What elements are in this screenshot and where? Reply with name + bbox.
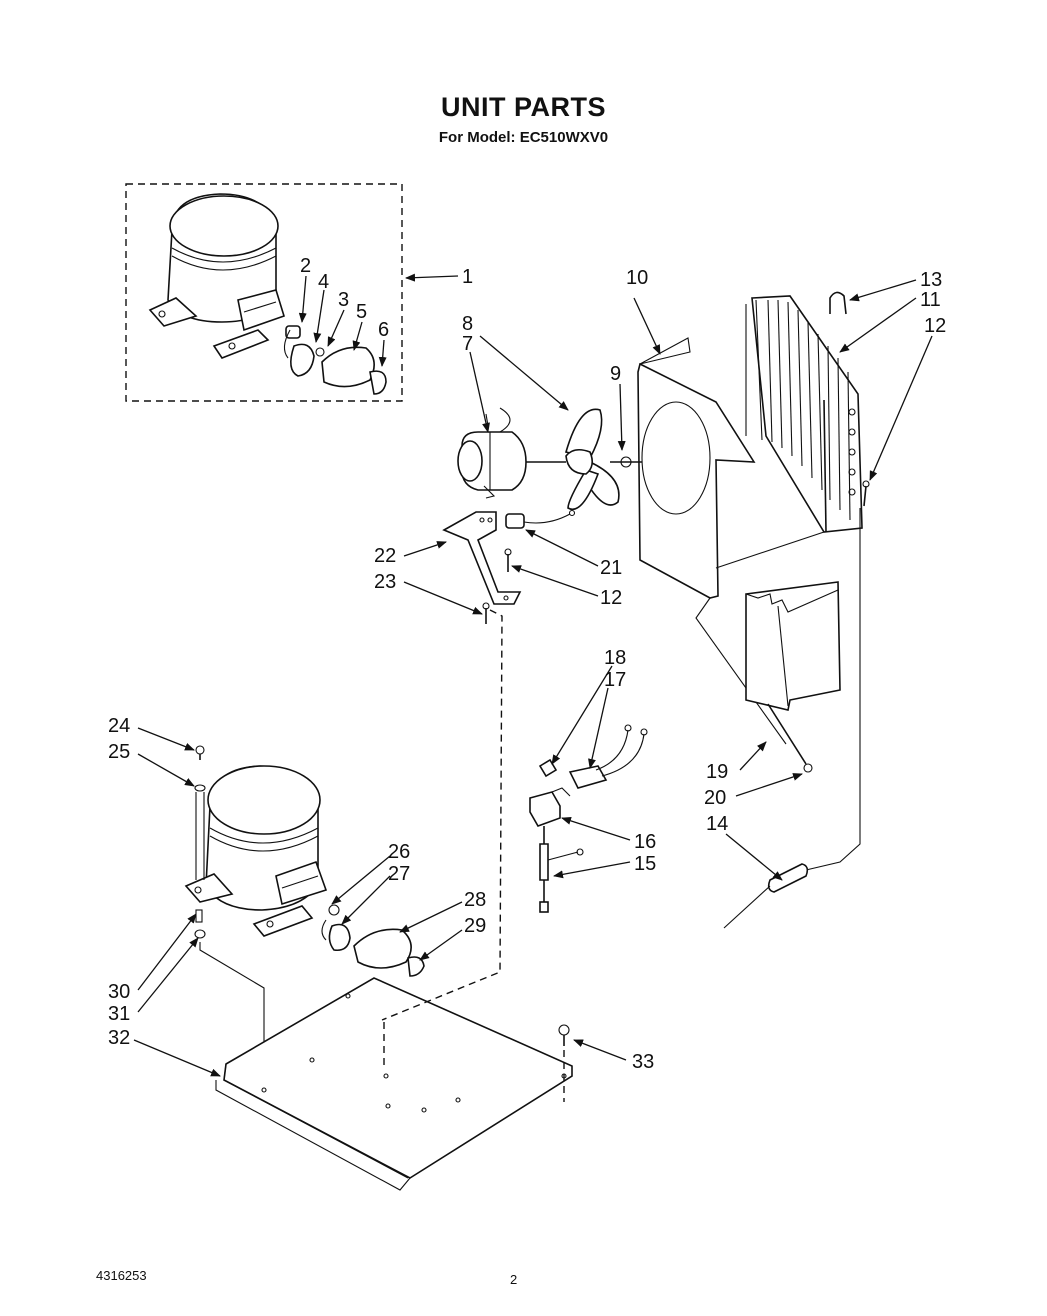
callout-30: 30 (108, 981, 130, 1003)
callout-13: 13 (920, 269, 942, 291)
callout-28: 28 (464, 889, 486, 911)
callout-18: 18 (604, 647, 626, 669)
leader-lines (133, 273, 933, 1077)
callout-17: 17 (604, 669, 626, 691)
callout-11: 11 (920, 289, 941, 311)
condenser-fins (767, 299, 851, 521)
model-subtitle: For Model: EC510WXV0 (438, 129, 609, 146)
fan-motor-assembly (442, 407, 620, 624)
callout-20: 20 (704, 787, 726, 809)
electrical-components (529, 724, 648, 913)
callout-16: 16 (634, 831, 656, 853)
callout-12-bracket: 12 (600, 587, 622, 609)
callout-27: 27 (388, 863, 410, 885)
callout-29: 29 (464, 915, 486, 937)
baffle-assembly (745, 581, 841, 773)
main-compressor (184, 745, 425, 1096)
callout-19: 19 (706, 761, 728, 783)
callout-2: 2 (300, 255, 311, 277)
compressor-assembly-box (125, 183, 403, 402)
callout-numbers: 1 2 3 4 5 6 7 8 9 10 11 12 13 14 15 16 1… (108, 255, 946, 1073)
base-pan (215, 609, 573, 1191)
callout-15: 15 (634, 853, 656, 875)
callout-6: 6 (378, 319, 389, 341)
callout-33: 33 (632, 1051, 654, 1073)
callout-4: 4 (318, 271, 329, 293)
callout-14: 14 (706, 813, 728, 835)
callout-23: 23 (374, 571, 396, 593)
callout-12-condenser: 12 (924, 315, 946, 337)
callout-3: 3 (338, 289, 349, 311)
callout-9: 9 (610, 363, 621, 385)
callout-1: 1 (462, 266, 473, 288)
callout-10: 10 (626, 267, 648, 289)
callout-26: 26 (388, 841, 410, 863)
part-number: 4316253 (96, 1268, 147, 1283)
page-number: 2 (510, 1272, 518, 1287)
page-title: UNIT PARTS (441, 92, 606, 122)
callout-22: 22 (374, 545, 396, 567)
callout-21: 21 (600, 557, 622, 579)
callout-24: 24 (108, 715, 130, 737)
callout-5: 5 (356, 301, 367, 323)
callout-32: 32 (108, 1027, 130, 1049)
filter-drier (723, 508, 861, 929)
callout-8: 8 (462, 313, 473, 335)
callout-7: 7 (462, 333, 473, 355)
callout-25: 25 (108, 741, 130, 763)
shroud-condenser (610, 291, 870, 745)
callout-31: 31 (108, 1003, 130, 1025)
